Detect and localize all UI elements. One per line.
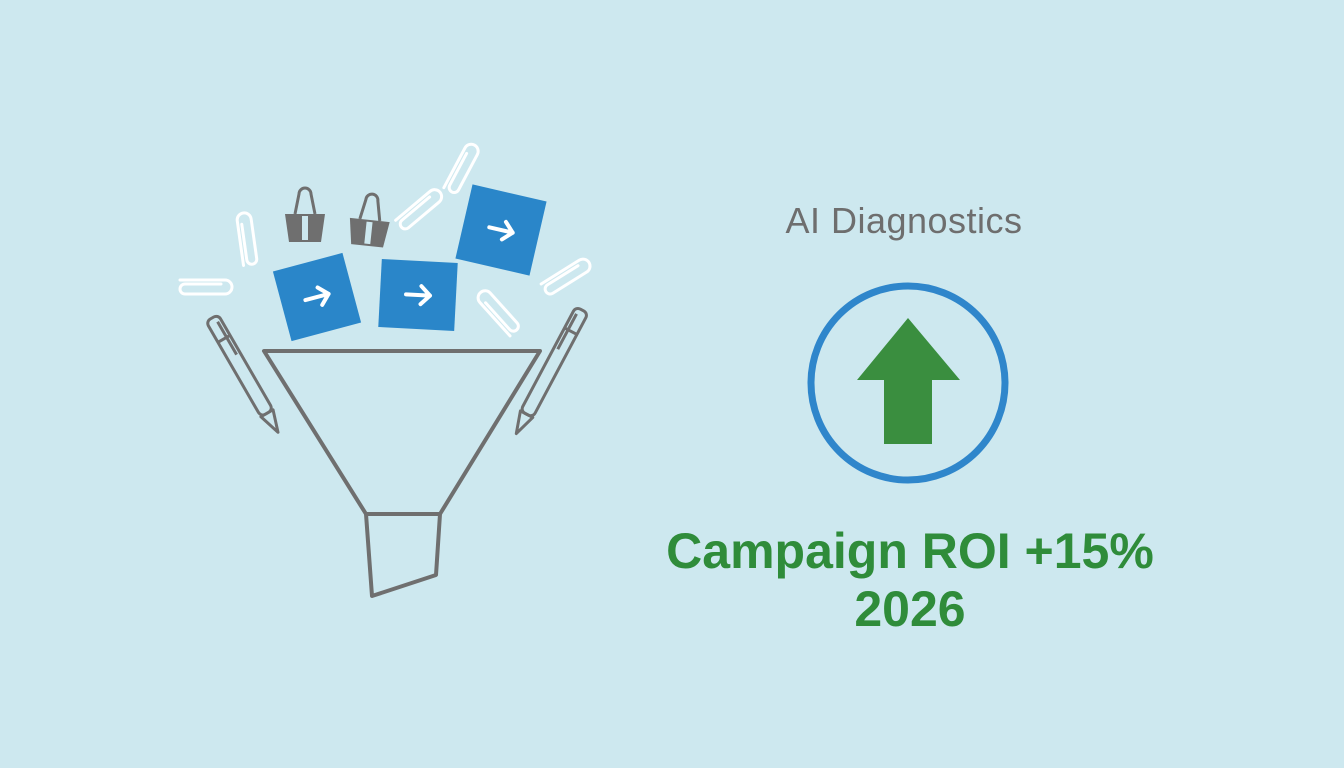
- paperclip-icon: [235, 211, 259, 267]
- paperclip-icon: [476, 289, 520, 338]
- pen-icon: [206, 314, 280, 434]
- binder-clip-icon: [285, 186, 325, 242]
- binder-clip-icon: [349, 192, 390, 248]
- arrow-card-icon: [378, 259, 458, 331]
- paperclip-icon: [442, 142, 480, 195]
- headline-line-2: 2026: [854, 581, 966, 637]
- up-arrow-icon: [857, 318, 960, 444]
- pen-icon: [514, 306, 588, 436]
- page-title: AI Diagnostics: [785, 200, 1023, 241]
- headline: Campaign ROI +15% 2026: [610, 522, 1210, 638]
- paperclip-icon: [539, 257, 592, 296]
- headline-line-1: Campaign ROI +15%: [666, 523, 1154, 579]
- growth-ring: [807, 282, 1009, 484]
- arrow-card-icon: [455, 184, 547, 276]
- arrow-card-icon: [272, 252, 362, 342]
- paperclip-icon: [394, 188, 444, 231]
- funnel-icon: [262, 349, 542, 598]
- paperclip-icon: [178, 278, 234, 296]
